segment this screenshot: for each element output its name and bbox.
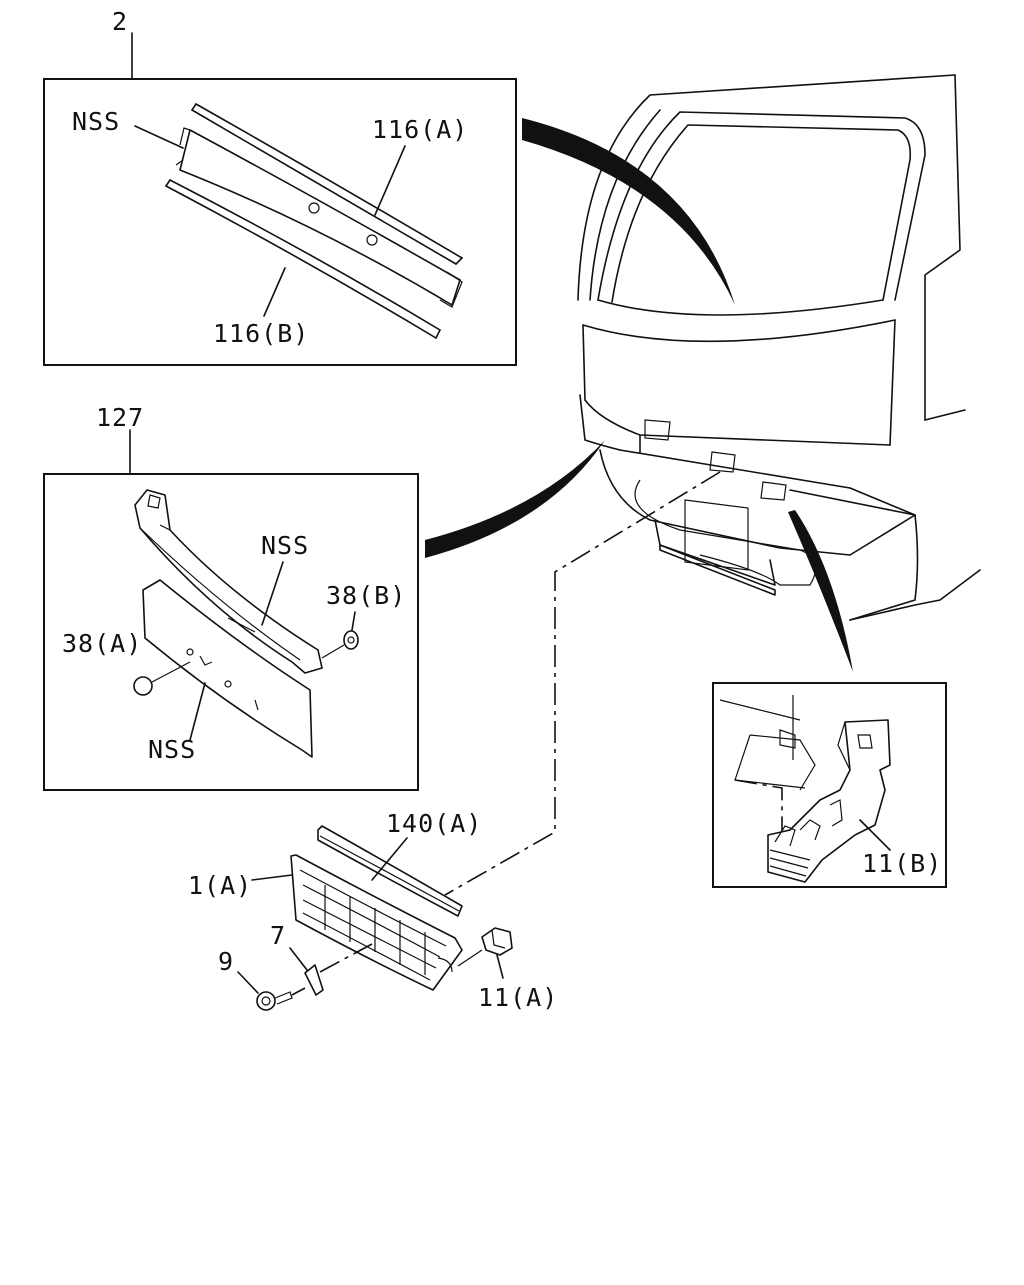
callout-box127-nss-top: NSS bbox=[261, 531, 309, 560]
leader-swoops bbox=[425, 118, 853, 672]
callout-116b: 116(B) bbox=[213, 319, 309, 348]
callout-box127-nss-bottom: NSS bbox=[148, 735, 196, 764]
callout-116a: 116(A) bbox=[372, 115, 468, 144]
callout-11b: 11(B) bbox=[862, 849, 942, 878]
callout-1a: 1(A) bbox=[188, 871, 252, 900]
detail-box-11b: 11(B) bbox=[712, 682, 947, 888]
callout-box2-nss: NSS bbox=[72, 107, 120, 136]
callout-140a: 140(A) bbox=[386, 809, 482, 838]
callout-127: 127 bbox=[96, 403, 144, 432]
callout-11a: 11(A) bbox=[478, 983, 558, 1012]
callout-7: 7 bbox=[270, 921, 286, 950]
grille-assembly: 140(A) 1(A) 7 9 11(A) bbox=[188, 471, 721, 1012]
detail-box-2: 2 NSS 116(A) 116(B) bbox=[43, 7, 517, 366]
detail-box-127: 127 NSS 38(B) 38(A) NSS bbox=[43, 403, 419, 791]
callout-38b: 38(B) bbox=[326, 581, 406, 610]
vehicle-front-illustration bbox=[577, 74, 981, 621]
callout-38a: 38(A) bbox=[62, 629, 142, 658]
callout-2: 2 bbox=[112, 7, 128, 36]
callout-9: 9 bbox=[218, 947, 234, 976]
